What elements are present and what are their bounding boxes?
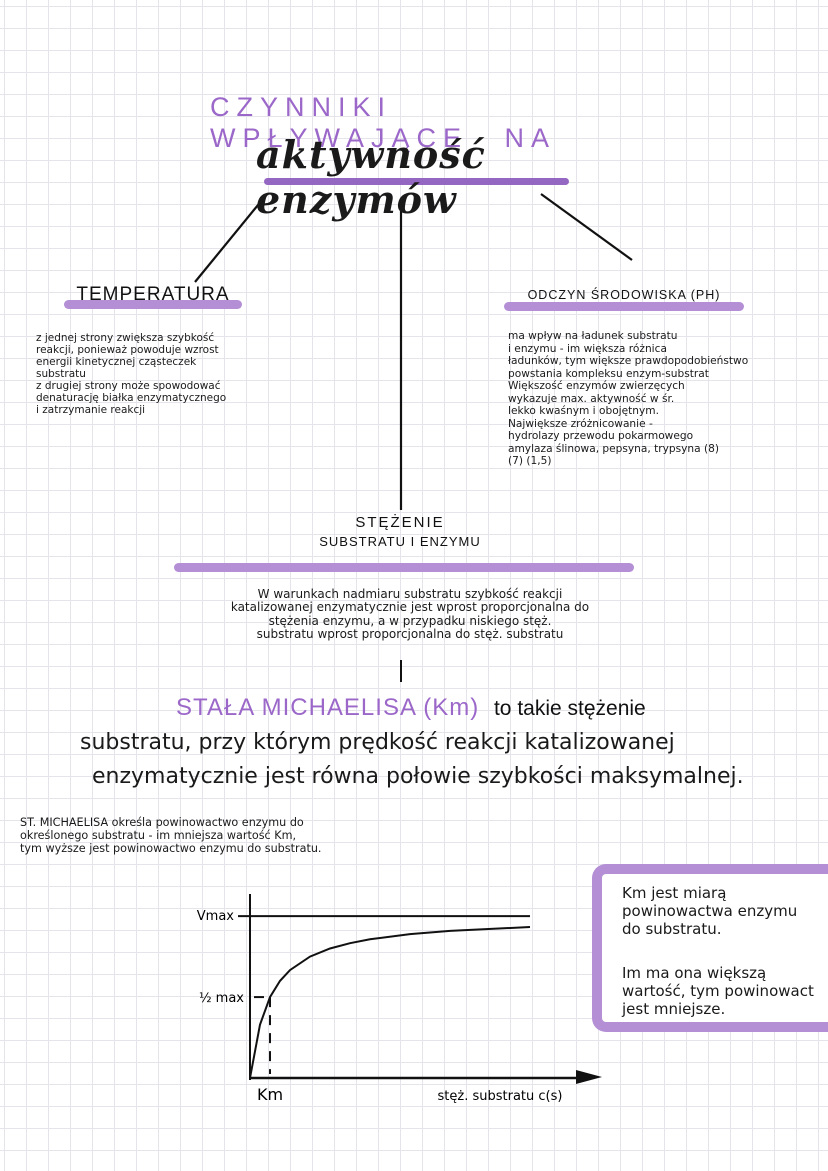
title-underline [264,178,569,185]
stezenie-heading-1: STĘŻENIE [355,514,445,531]
stezenie-highlight [174,563,634,572]
side-note-text-1: Km jest miarą powinowactwa enzymu do sub… [622,884,798,938]
connector-right [540,193,633,261]
x-axis [250,1070,602,1084]
x-axis-arrow [576,1070,602,1084]
connector-left [194,193,268,283]
michaelis-def-part1: to takie stężenie [493,697,646,720]
temperatura-text: z jednej strony zwiększa szybkość reakcj… [36,332,227,417]
side-note-text-2: Im ma ona większą wartość, tym powinowac… [622,964,814,1018]
series-line [249,926,531,1079]
michaelis-def-line2: substratu, przy którym prędkość reakcji … [80,730,675,755]
x-axis-label: stęż. substratu c(s) [438,1089,563,1104]
stezenie-text: W warunkach nadmiaru substratu szybkość … [230,587,590,642]
michaelis-chart: Vmax ½ max Km stęż. substratu c(s) [197,894,602,1104]
tick-label-half-max: ½ max [199,991,244,1006]
michaelis-term-label: STAŁA MICHAELISA (Km) [176,694,480,721]
michaelis-note: ST. MICHAELISA określa powinowactwo enzy… [20,816,322,855]
title-line1: CZYNNIKI WPŁYWAJĄCE NA [210,92,557,153]
temperatura-highlight [64,300,242,309]
odczyn-text: ma wpływ na ładunek substratu i enzymu -… [508,330,749,467]
stezenie-heading-2: SUBSTRATU I ENZYMU [319,534,481,549]
michaelis-term: STAŁA MICHAELISA (Km) to takie stężenie [176,694,696,722]
odczyn-highlight [504,302,744,311]
km-side-note: Km jest miarą powinowactwa enzymu do sub… [592,864,828,1032]
tick-label-km: Km [257,1085,283,1104]
michaelis-def-line3: enzymatycznie jest równa połowie szybkoś… [92,764,744,789]
temperatura-heading: TEMPERATURA [76,284,230,305]
tick-label-vmax: Vmax [197,909,235,924]
odczyn-heading: ODCZYN ŚRODOWISKA (PH) [527,288,721,302]
title-line2: aktywność enzymów [256,132,486,222]
